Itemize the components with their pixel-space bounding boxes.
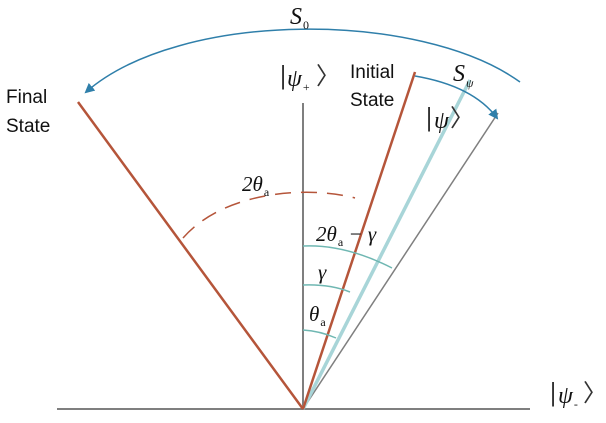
svg-text:ψ: ψ (434, 108, 450, 134)
initial-state-line (301, 71, 417, 410)
ket-psi-minus: | ψ- 〉 (549, 379, 606, 411)
ket-psi: | ψ 〉 (425, 104, 474, 134)
svg-text:ψ+: ψ+ (287, 66, 310, 94)
s0-arrow (84, 28, 521, 94)
svg-text:〉: 〉 (583, 379, 606, 407)
gamma-label: γ (318, 260, 327, 284)
ket-psi-plus: | ψ+ 〉 (279, 62, 340, 94)
two-theta-arc (182, 191, 356, 239)
psi-vector (301, 79, 472, 410)
arc-theta (302, 329, 337, 339)
final-state-label-line1: Final (6, 87, 47, 108)
diagonal-axis (302, 112, 499, 410)
initial-state-label-line1: Initial (350, 62, 394, 83)
s0-label: S0 (290, 4, 309, 32)
spsi-label: Sψ (453, 61, 474, 90)
two-theta-minus-gamma-label: 2θa − γ (316, 222, 377, 249)
final-state-line (76, 101, 305, 410)
svg-text:ψ-: ψ- (558, 383, 578, 411)
spsi-arrow (414, 75, 499, 120)
svg-text:|: | (549, 379, 557, 408)
svg-text:|: | (279, 62, 287, 91)
final-state-label-line2: State (6, 116, 50, 137)
arc-gamma (302, 284, 351, 293)
svg-text:|: | (425, 104, 433, 133)
svg-text:〉: 〉 (450, 104, 474, 132)
theta-label: θa (309, 302, 326, 329)
arc-2theta-minus-gamma (302, 245, 393, 269)
two-theta-label: 2θa (242, 172, 270, 199)
initial-state-label-line2: State (350, 90, 394, 111)
svg-text:〉: 〉 (316, 62, 340, 90)
